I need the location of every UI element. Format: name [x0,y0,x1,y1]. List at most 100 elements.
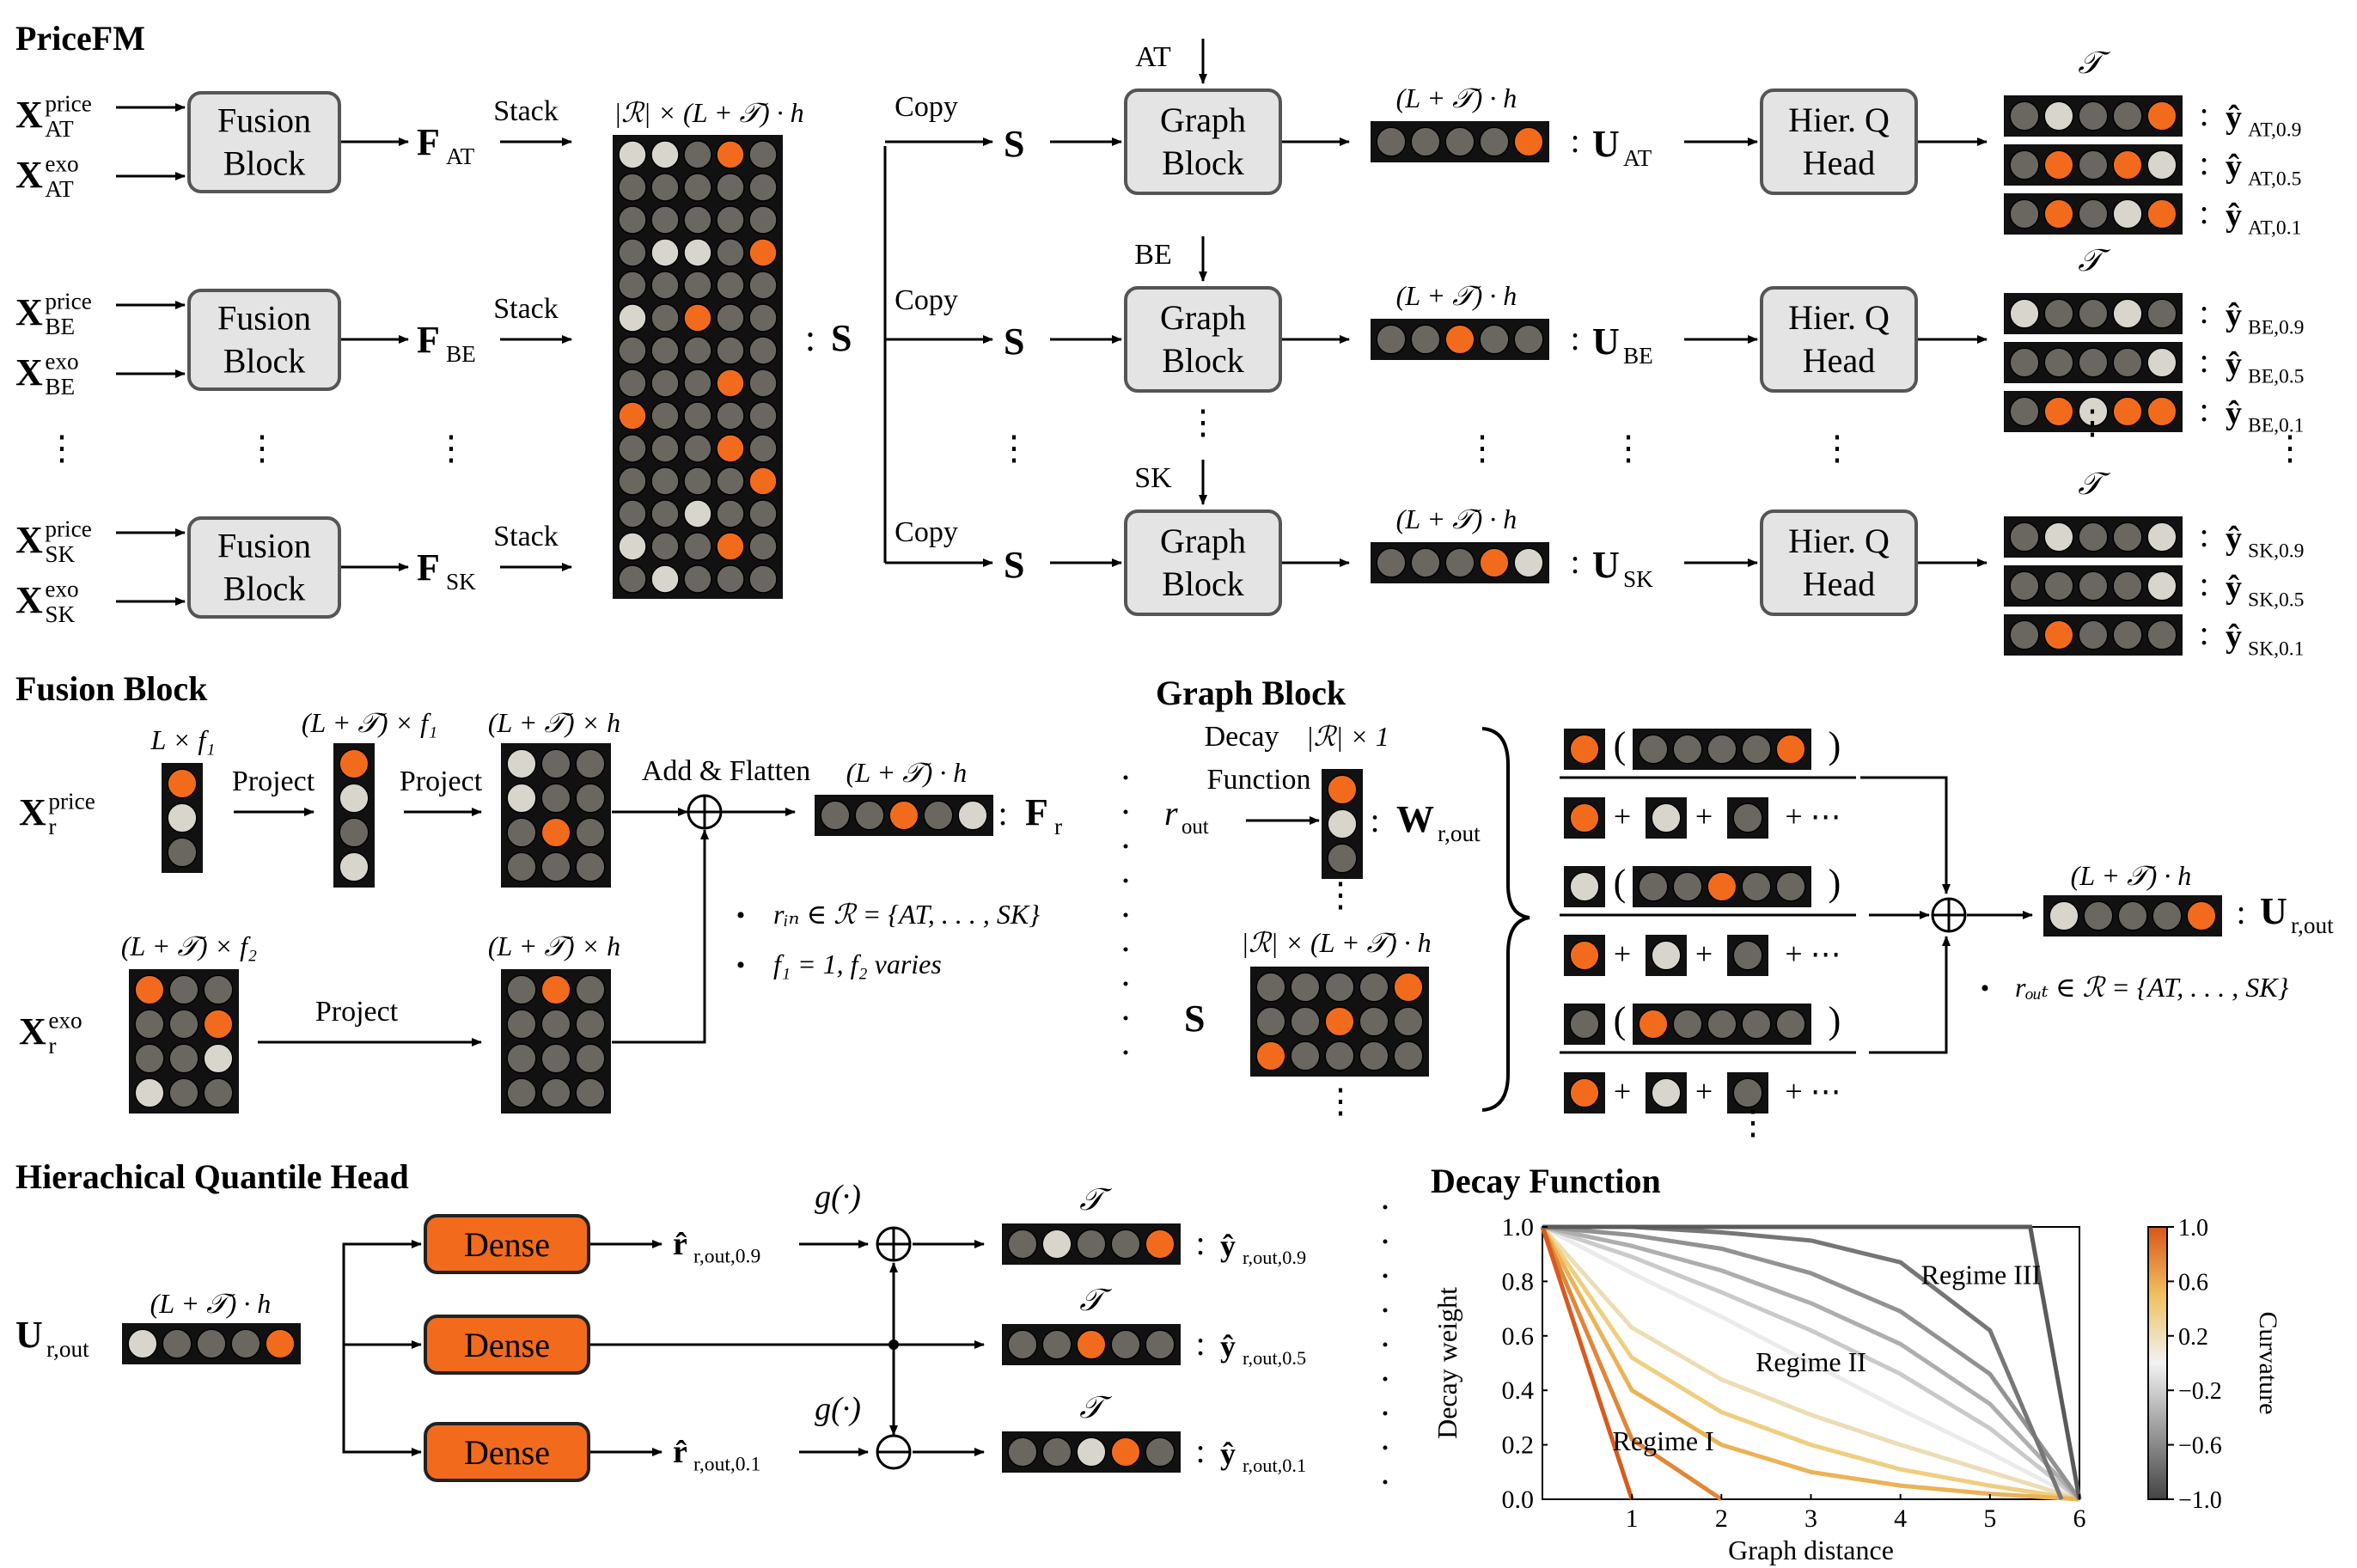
symbol-sub-part: out [1182,815,1209,839]
tensor-cell [748,238,778,267]
tensor-cell [1255,972,1286,1003]
tensor-cell [2009,619,2040,650]
copied-S: S [1004,123,1024,165]
tensor-cell [1255,1040,1286,1071]
dim-label: (L + 𝒯) × h [488,930,620,961]
tensor-cell [1410,547,1441,578]
tensor-cell [168,1077,199,1108]
symbol-sub: AT [446,143,475,169]
tensor-cell [127,1328,158,1359]
tensor-cell [2009,298,2040,329]
tensor-cell [2009,198,2040,229]
symbol-base: r̂ [673,1226,687,1262]
tensor-cell [2146,347,2177,378]
tensor-cell [683,369,712,398]
tensor-cell [716,401,745,430]
tensor-cell [748,140,778,169]
symbol-sub: r,out,0.9 [1243,1247,1306,1268]
tensor-cell [1638,734,1669,765]
tensor-cell [683,238,712,267]
symbol-base: F [417,121,440,163]
tensor-cell [2112,198,2143,229]
tensor-cell [2009,149,2040,180]
symbol-sub-part: BE [446,341,476,367]
tensor-cell [339,851,369,882]
tensor-cell [1110,1437,1141,1467]
tensor-cell [1513,126,1544,157]
symbol-sub: r,out [2291,912,2334,938]
embedding-dim-label: (L + 𝒯) · h [1396,280,1517,311]
paren: ( [1614,862,1627,904]
dim-label: (L + 𝒯) · h [846,757,968,788]
symbol-sub: BE [45,374,75,400]
tensor-cell [168,974,199,1005]
tensor-U-out [2043,895,2222,937]
project-label: Project [232,766,315,797]
tensor-cell [1007,1229,1038,1260]
plus: + [1695,1074,1713,1108]
tensor-cell [1076,1437,1107,1467]
symbol-base: F [417,319,440,361]
block-frame [424,1315,590,1375]
decay-curve-1 [1540,1226,1634,1500]
y-axis-label: Decay weight [1432,1287,1462,1439]
tensor-cell [2043,522,2074,552]
symbol-sub-part: BE [2248,415,2274,437]
symbol-base: X [15,579,43,621]
tensor-cell [167,837,198,868]
tensor-cell [820,800,851,831]
cdots: + ⋯ [1785,937,1841,971]
colon: : [2199,292,2208,331]
symbol-sup: exo [45,151,78,177]
tensor-cell [2146,298,2177,329]
tensor-cell [506,817,537,848]
tensor-cell [339,748,369,779]
y-tick-label: 0.2 [1502,1431,1535,1460]
tensor-cell [2078,570,2109,601]
symbol-sub: r,out [1438,821,1481,846]
tensor-cell [506,974,537,1005]
dim-label: |ℛ| × 1 [1306,721,1389,752]
tensor-cell [683,140,712,169]
symbol-sub-sep: , [1249,1347,1254,1369]
tensor-cell [1513,324,1544,355]
symbol-sub: SK [45,541,75,567]
g-function-label: g(·) [815,1179,861,1215]
tensor-cell [683,173,712,202]
symbol-sub-part: out [1253,1455,1278,1476]
symbol-base: ŷ [1220,1437,1236,1471]
decay-curve--0.2 [1542,1224,2081,1501]
tensor-cell [2112,101,2143,131]
cdots: + ⋯ [1785,1074,1841,1108]
tensor-cell [575,1077,606,1108]
block-label: Head [1803,341,1875,380]
symbol-sub-part: AT [2248,119,2272,142]
symbol-sub-part: 0.9 [2279,317,2304,339]
paren: ) [1829,862,1841,904]
quantile-output-at-2 [2004,193,2183,235]
symbol-base: X [15,519,43,561]
tensor-cell [2009,101,2040,131]
tensor-cell [2112,396,2143,427]
block-label: Fusion [217,101,311,140]
quantile-output-be-0 [2004,293,2183,334]
tensor-cell [650,564,680,594]
tensor-cell [1007,1329,1038,1360]
tensor-cell [1775,1009,1806,1040]
paren: ) [1829,724,1841,766]
symbol-sub-part: 0.1 [1282,1455,1306,1476]
tensor-cell [1076,1329,1107,1360]
x-tick-label: 5 [1983,1504,1996,1533]
tensor-cell [2009,570,2040,601]
tensor-cell [2117,900,2148,931]
symbol-base: ŷ [2226,198,2242,234]
symbol-sub-sep: , [699,1454,705,1476]
tensor-cell [1569,802,1600,833]
